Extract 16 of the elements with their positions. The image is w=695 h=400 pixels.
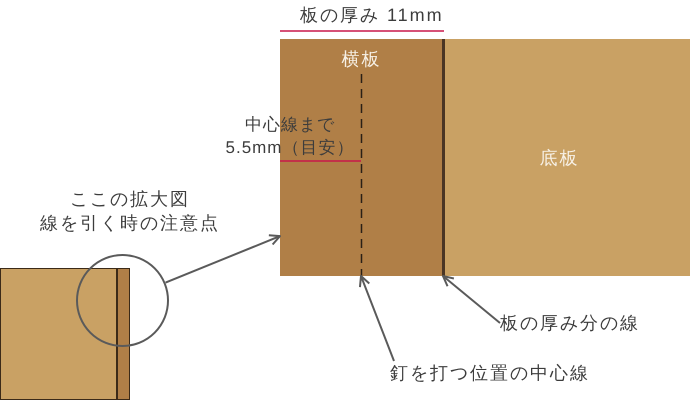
board-label: 底板 — [540, 146, 580, 170]
side-board — [280, 39, 443, 276]
board-label: 横板 — [342, 48, 382, 71]
arrow — [165, 234, 281, 284]
magnifier-circle — [76, 254, 169, 346]
arrow — [442, 275, 501, 324]
small-side-board — [117, 268, 130, 400]
center-line — [360, 74, 362, 276]
small-bottom-board — [0, 268, 117, 400]
callout-label: 釘を打つ位置の中心線 — [390, 361, 602, 385]
bottom-board — [443, 39, 690, 276]
arrow — [358, 275, 395, 362]
note-text: ここの拡大図線を引く時の注意点 — [39, 188, 221, 235]
dimension-label: 板の厚み 11mm — [300, 4, 444, 27]
thickness-line — [442, 39, 444, 276]
callout-label: 板の厚み分の線 — [500, 311, 656, 335]
